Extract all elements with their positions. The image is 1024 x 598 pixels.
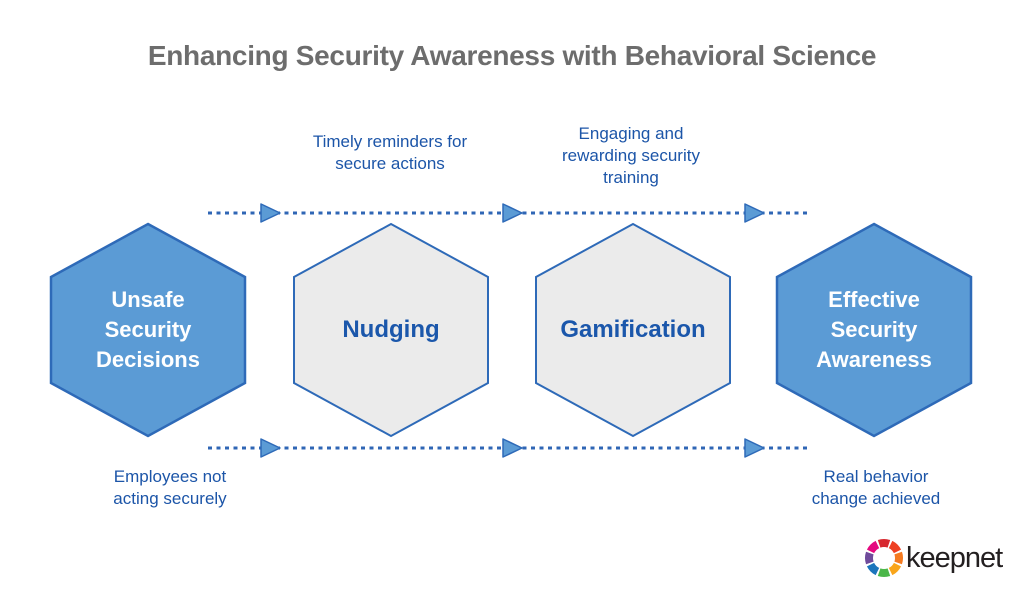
arrow-head-icon <box>502 203 523 223</box>
hexagon-label: Gamification <box>560 316 706 343</box>
hexagon-shape <box>775 222 973 438</box>
arrow-head-icon <box>744 438 765 458</box>
hexagon-gamification: Gamification <box>534 222 732 438</box>
flow-arrow-top <box>208 203 808 223</box>
arrow-head-icon <box>260 438 281 458</box>
flow-label-timely-reminders: Timely reminders for secure actions <box>312 132 468 173</box>
hexagon-shape <box>293 222 489 438</box>
hexagon-label: Unsafe Security Decisions <box>96 287 200 372</box>
hexagon-shape <box>49 222 247 438</box>
flow-arrow-bottom <box>208 438 808 458</box>
hexagon-unsafe-security-decisions: Unsafe Security Decisions <box>49 222 247 438</box>
hexagon-shape <box>535 222 731 438</box>
page-title: Enhancing Security Awareness with Behavi… <box>147 40 877 71</box>
flow-label-engaging-training: Engaging and rewarding security training <box>562 124 700 187</box>
hexagon-label: Nudging <box>342 316 440 343</box>
arrow-head-icon <box>744 203 765 223</box>
flow-label-employees-not-acting: Employees not acting securely <box>113 467 227 508</box>
keepnet-logo: keepnet <box>860 534 1003 582</box>
arrow-head-icon <box>502 438 523 458</box>
hexagon-effective-security-awareness: Effective Security Awareness <box>775 222 973 438</box>
keepnet-wordmark: keepnet <box>906 541 1003 574</box>
hexagon-label: Effective Security Awareness <box>816 287 932 372</box>
keepnet-swirl-icon <box>865 539 903 577</box>
hexagon-nudging: Nudging <box>292 222 490 438</box>
flow-label-real-behavior-change: Real behavior change achieved <box>811 467 941 508</box>
arrow-head-icon <box>260 203 281 223</box>
